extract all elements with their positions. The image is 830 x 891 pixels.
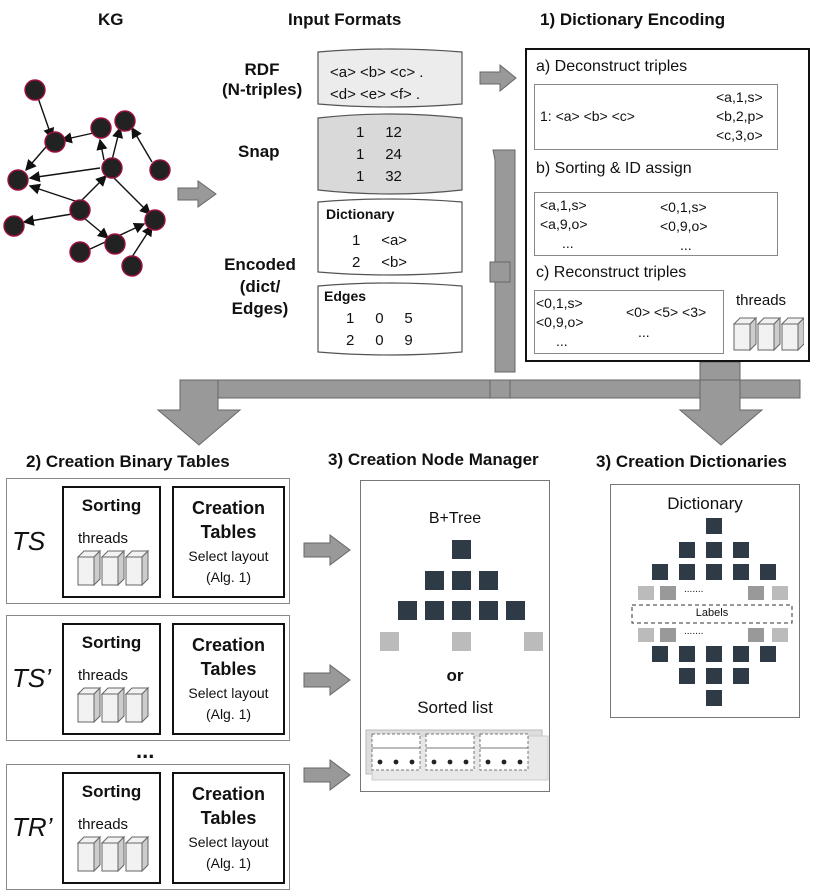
encoding-step-c-box [534, 290, 724, 354]
sorted-list-label: Sorted list [417, 698, 493, 717]
sorting-label: Sorting [81, 496, 142, 515]
threads-icon [76, 548, 150, 588]
threads-label: threads [78, 816, 129, 833]
encoding-step-b-title: b) Sorting & ID assign [536, 160, 692, 177]
btree-blocks [398, 540, 525, 620]
sorting-label: Sorting [81, 782, 142, 801]
step-c-input: <0,1,s> <0,9,o> ... [536, 295, 584, 349]
header-kg: KG [98, 10, 124, 29]
creation-tables-box [172, 486, 285, 598]
step-a-input: 1: <a> <b> <c> [540, 108, 635, 124]
creation-tables-box [172, 772, 285, 884]
arrow-formats-to-encoding [479, 63, 517, 93]
select-layout-label: Select layout (Alg. 1) [188, 685, 269, 722]
step-a-output: <a,1,s> <b,2,p> <c,3,o> [716, 89, 764, 143]
select-layout-label: Select layout (Alg. 1) [188, 548, 269, 585]
creation-tables-box [172, 623, 285, 735]
dots-top: ....... [684, 584, 704, 595]
creation-tables-label: Creation Tables [191, 635, 265, 679]
tables-ellipsis: ... [136, 738, 155, 763]
encoding-step-b-box [534, 192, 778, 256]
dictionary-blocks [652, 518, 776, 706]
kg-graph [22, 91, 153, 261]
arrow-kg-to-formats [177, 180, 217, 208]
encoding-threads-label: threads [736, 292, 787, 309]
dots-bottom: ....... [684, 626, 704, 637]
encoded-label: Encoded (dict/ Edges) [224, 255, 296, 318]
select-layout-label: Select layout (Alg. 1) [188, 834, 269, 871]
snap-label: Snap [238, 142, 280, 161]
or-label: or [446, 666, 464, 685]
table-row-name: TS [12, 526, 46, 556]
header-node-manager: 3) Creation Node Manager [328, 450, 539, 469]
edges-content: 1 0 5 2 0 9 [346, 310, 413, 349]
threads-label: threads [78, 530, 129, 547]
rdf-content: <a> <b> <c> . <d> <e> <f> . [330, 64, 424, 103]
encoding-step-a-box [534, 84, 778, 150]
header-dictionary-encoding: 1) Dictionary Encoding [540, 10, 726, 29]
dict-title: Dictionary [326, 206, 395, 222]
labels-text: Labels [695, 607, 729, 619]
snap-content: 1 12 1 24 1 32 [356, 124, 402, 185]
header-dictionaries: 3) Creation Dictionaries [596, 452, 787, 471]
header-input-formats: Input Formats [288, 10, 402, 29]
threads-label: threads [78, 667, 129, 684]
node-manager-panel [360, 480, 550, 792]
step-b-input: <a,1,s> <a,9,o> ... [540, 197, 588, 251]
dict-content: 1 <a> 2 <b> [352, 232, 408, 271]
encoding-step-c-title: c) Reconstruct triples [536, 264, 687, 281]
sorted-list-graphic [365, 729, 549, 781]
btree-label: B+Tree [428, 510, 482, 527]
threads-icon [76, 685, 150, 725]
encoding-panel [525, 48, 810, 362]
creation-tables-label: Creation Tables [191, 784, 265, 828]
step-c-output: <0> <5> <3> ... [626, 304, 707, 340]
header-binary-tables: 2) Creation Binary Tables [26, 452, 230, 471]
arrow-encoding-split [492, 149, 516, 373]
encoding-step-a-title: a) Deconstruct triples [536, 58, 688, 75]
table-row-name: TS’ [12, 663, 51, 693]
table-row-name: TR’ [12, 812, 53, 842]
rdf-label: RDF (N-triples) [222, 60, 303, 99]
creation-tables-label: Creation Tables [191, 498, 265, 542]
threads-icon [76, 834, 150, 874]
dictionary-title: Dictionary [667, 494, 743, 513]
dictionary-panel [610, 484, 800, 718]
sorting-label: Sorting [81, 633, 142, 652]
step-b-output: <0,1,s> <0,9,o> ... [660, 199, 708, 253]
encoding-threads-icon [732, 316, 804, 354]
edges-title: Edges [324, 288, 367, 304]
